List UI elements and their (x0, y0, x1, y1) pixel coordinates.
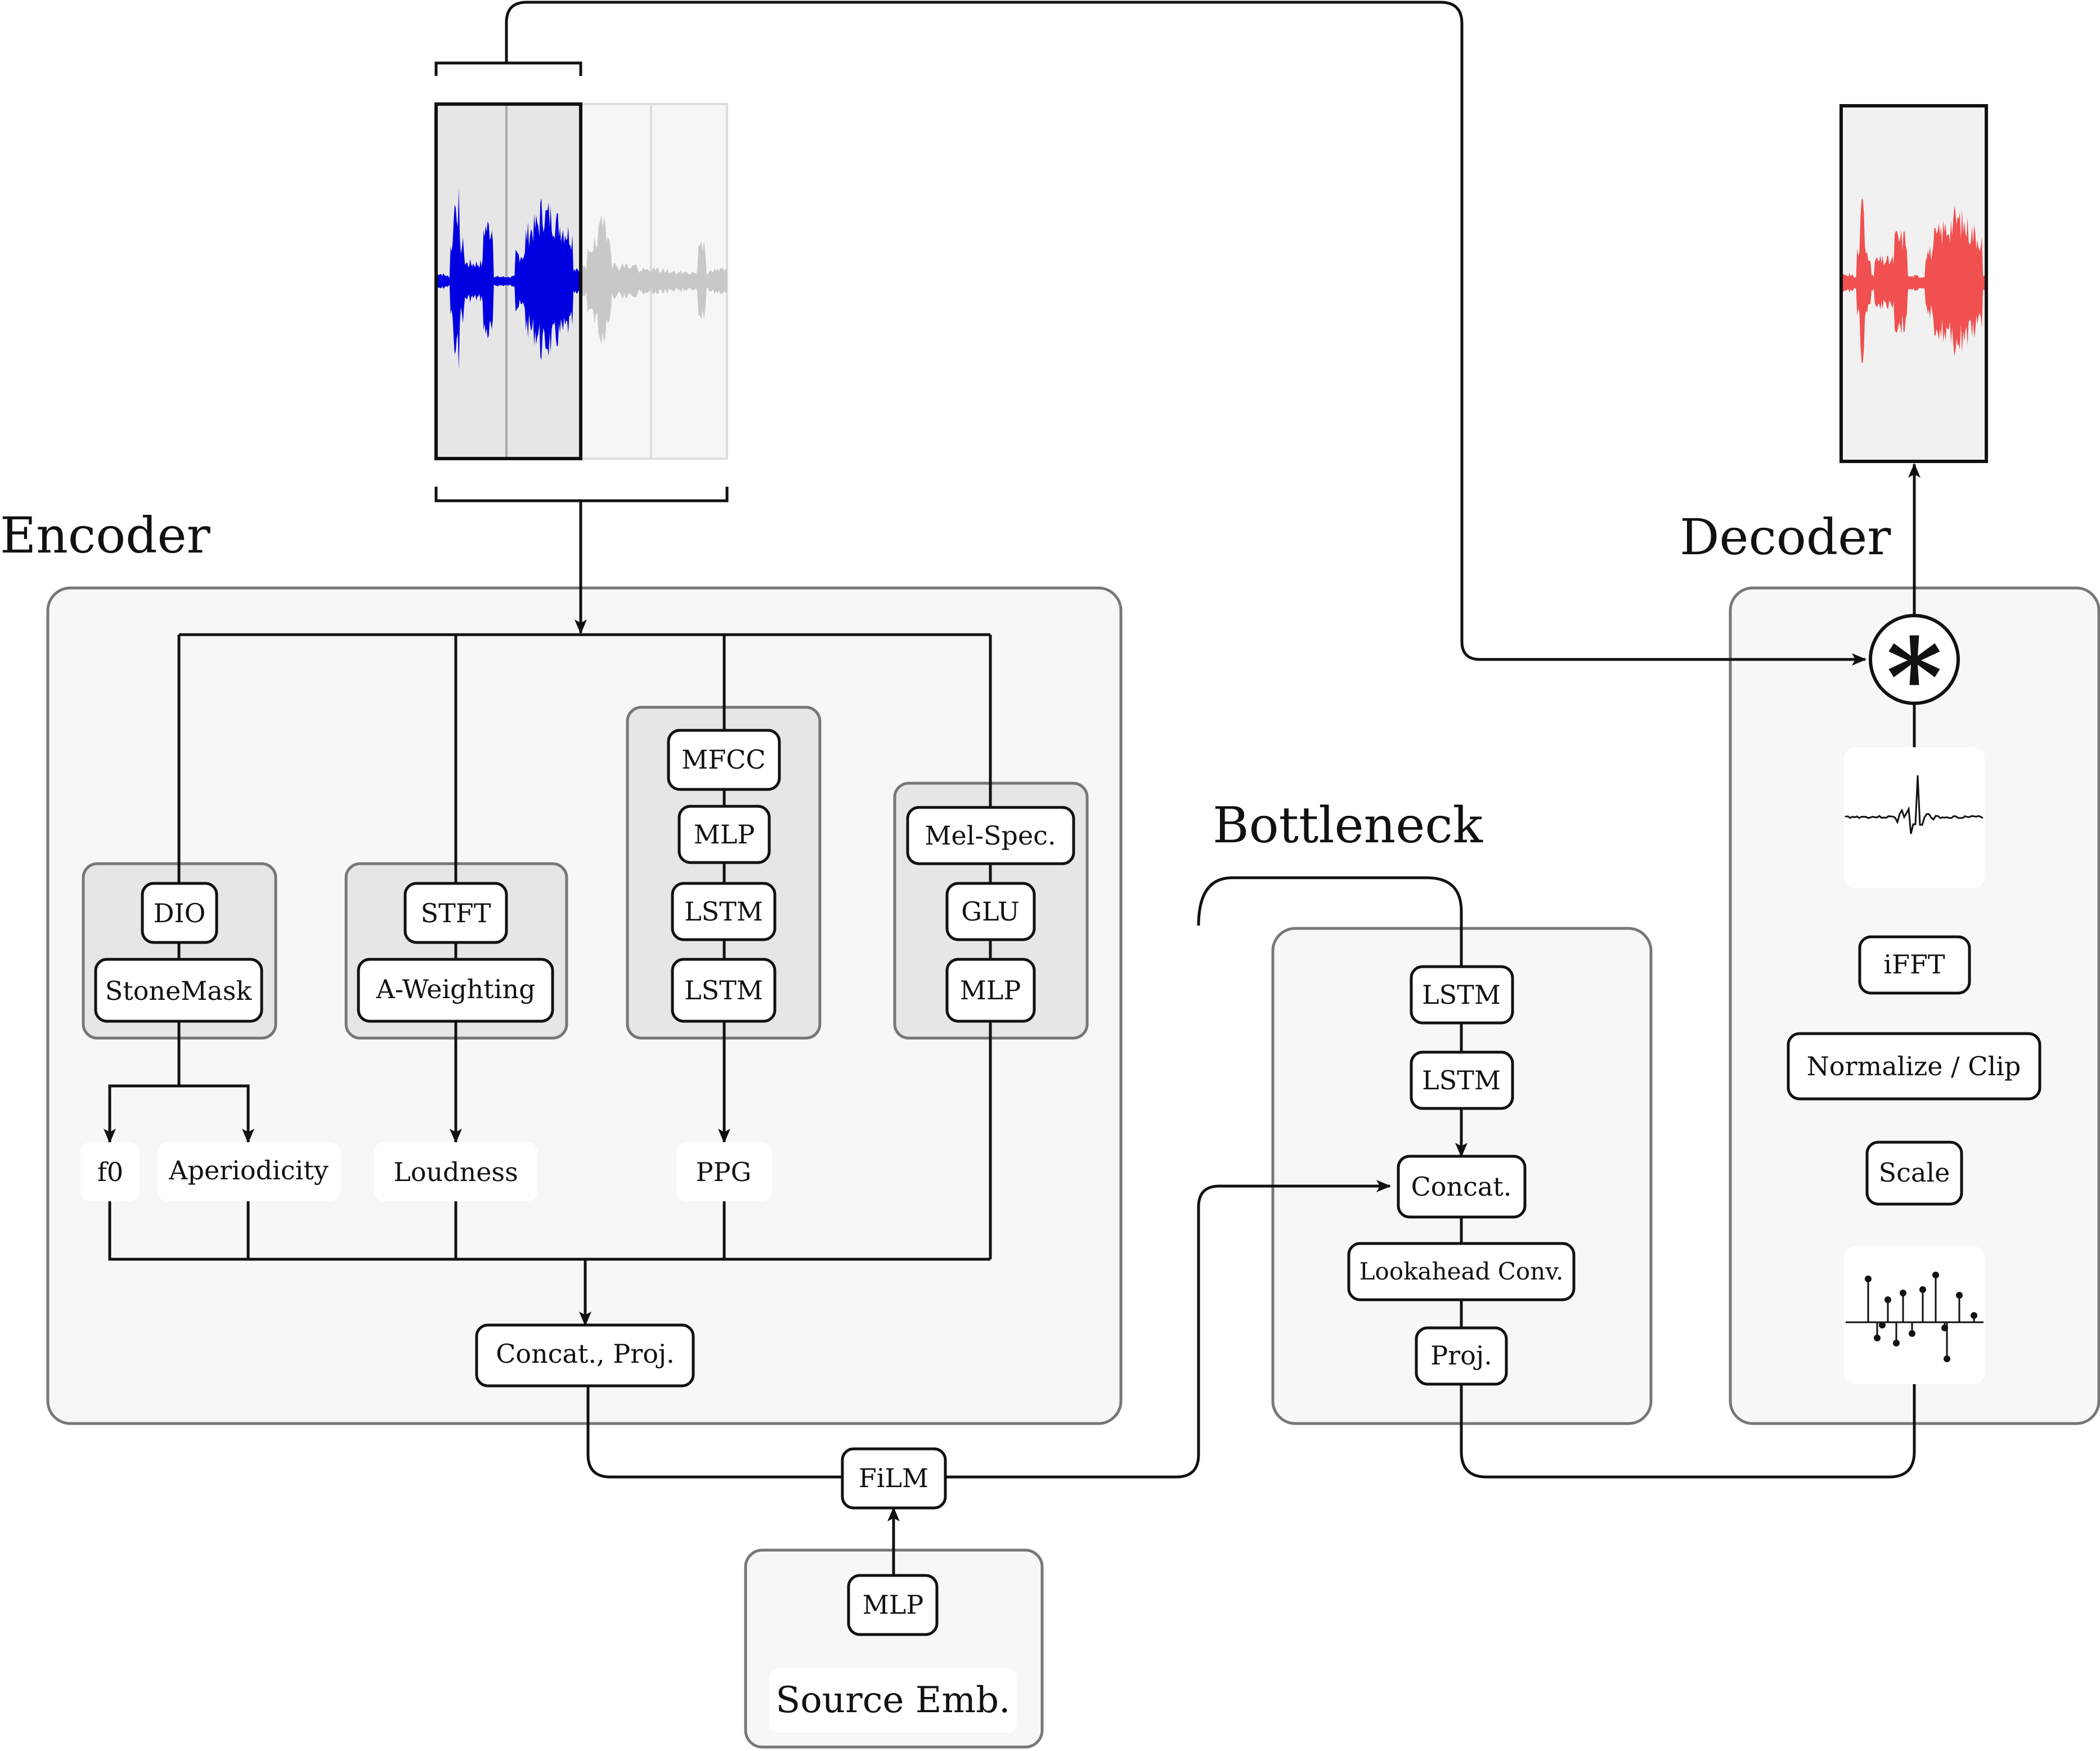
lstm-1-box (1410, 965, 1514, 1025)
context-connector (505, 1, 1866, 666)
stem-dot (1865, 1276, 1872, 1282)
stem-dot (1879, 1322, 1886, 1328)
source-mlp-label: MLP (863, 1590, 924, 1620)
scale-label: Scale (1879, 1157, 1950, 1188)
convolution-operator (1869, 614, 1960, 705)
mlp-ppg-label: MLP (694, 819, 755, 850)
impulse-line (1845, 775, 1984, 834)
source-emb-label: Source Emb. (776, 1680, 1011, 1721)
lstm-ppg-1-box (671, 882, 777, 941)
a-weighting-box (357, 958, 554, 1023)
mel-spec-box (906, 806, 1075, 865)
lookahead-label: Lookahead Conv. (1359, 1258, 1564, 1285)
stem-dot (1919, 1286, 1926, 1293)
stem-dot (1900, 1290, 1906, 1296)
ifft-box (1858, 935, 1971, 995)
bottleneck-lstm-2-label: LSTM (1422, 1065, 1501, 1096)
normalize-label: Normalize / Clip (1807, 1051, 2021, 1081)
source-emb-tag (769, 1668, 1017, 1733)
mlp-mel-label: MLP (960, 975, 1021, 1005)
film-label: FiLM (859, 1463, 928, 1493)
stem-dot (1932, 1272, 1939, 1278)
impulse-response-tile (1844, 747, 1985, 888)
dio-label: DIO (154, 898, 206, 928)
stem-dot (1909, 1330, 1915, 1337)
stem-dot (1956, 1292, 1963, 1299)
concat-proj-box (475, 1323, 695, 1388)
proj-box (1415, 1326, 1508, 1386)
glu-label: GLU (961, 896, 1020, 927)
mfcc-box (667, 729, 781, 791)
film-box (841, 1447, 947, 1510)
input-waveform (434, 61, 729, 502)
mel-spec-label: Mel-Spec. (925, 820, 1056, 851)
mfcc-label: MFCC (681, 744, 765, 775)
lstm-ppg-2-label: LSTM (684, 975, 763, 1005)
waveform-shape (1843, 198, 1985, 363)
loudness-tag (374, 1142, 537, 1201)
ppg-tag (676, 1142, 772, 1201)
lookahead-box (1347, 1242, 1576, 1301)
impulse-response-plot (1845, 775, 1984, 834)
glu-box (945, 882, 1036, 941)
bottleneck-concat-label: Concat. (1411, 1171, 1512, 1202)
f0-tag (80, 1142, 140, 1201)
convolution-symbol: ∗ (1877, 594, 1951, 719)
aperiodicity-label: Aperiodicity (168, 1155, 328, 1186)
aperiodicity-tag (158, 1142, 340, 1201)
stem-dot (1971, 1312, 1977, 1319)
waveform-shape (580, 214, 727, 345)
f0-label: f0 (97, 1157, 123, 1187)
mlp-ppg-box (677, 805, 771, 864)
bottleneck-proj-label: Proj. (1430, 1340, 1492, 1371)
mlp-mel-box (945, 958, 1036, 1023)
encoder-panel (46, 586, 1123, 1425)
ppg-label: PPG (696, 1157, 752, 1187)
concat-proj-label: Concat., Proj. (496, 1339, 675, 1369)
dio-box (141, 882, 218, 944)
ifft-label: iFFT (1883, 949, 1945, 980)
stem-dot (1884, 1296, 1891, 1303)
bottleneck-title: Bottleneck (1213, 796, 1483, 854)
stft-label: STFT (421, 898, 491, 928)
waveform-shape (436, 188, 580, 370)
a-weighting-label: A-Weighting (375, 974, 535, 1004)
lstm-2-box (1410, 1050, 1514, 1110)
harmonic-stem-tile (1844, 1246, 1985, 1384)
concat-box (1397, 1155, 1527, 1219)
lstm-ppg-1-label: LSTM (684, 896, 763, 927)
output-waveform (1839, 104, 1988, 463)
stem-dot (1893, 1340, 1900, 1346)
scale-box (1865, 1141, 1963, 1206)
source-mlp-box (847, 1574, 939, 1636)
stonemask-box (94, 958, 263, 1023)
lstm-ppg-2-box (671, 958, 777, 1023)
harmonic-stem-plot (1846, 1272, 1984, 1362)
stft-box (403, 882, 508, 944)
stem-dot (1944, 1355, 1950, 1362)
bottleneck-lstm-1-label: LSTM (1422, 980, 1501, 1010)
encoder-title: Encoder (0, 506, 211, 564)
decoder-title: Decoder (1680, 508, 1891, 566)
normalize-box (1787, 1032, 2041, 1101)
loudness-label: Loudness (393, 1157, 518, 1187)
stem-dot (1874, 1335, 1881, 1341)
stonemask-label: StoneMask (105, 976, 253, 1006)
